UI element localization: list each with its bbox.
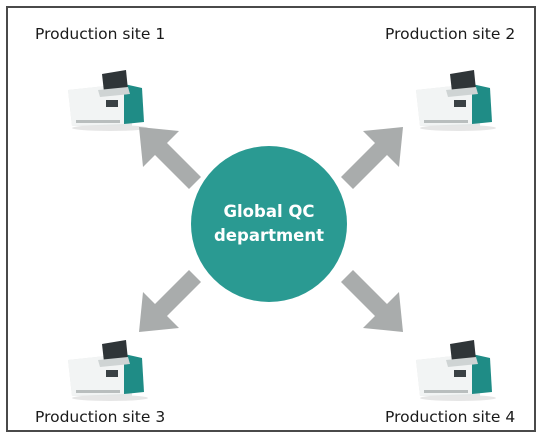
site-label-3: Production site 3 bbox=[35, 408, 166, 426]
site-label-2: Production site 2 bbox=[385, 25, 516, 43]
arrow-icon bbox=[139, 127, 201, 189]
site-label-1: Production site 1 bbox=[35, 25, 166, 43]
lab-instrument-icon bbox=[68, 340, 148, 401]
arrow-icon bbox=[341, 270, 403, 332]
arrow-icon bbox=[139, 270, 201, 332]
hub-title-line1: Global QC bbox=[223, 202, 315, 221]
lab-instrument-icon bbox=[416, 340, 496, 401]
lab-instrument-icon bbox=[416, 70, 496, 131]
arrow-icon bbox=[341, 127, 403, 189]
lab-instrument-icon bbox=[68, 70, 148, 131]
global-qc-hub: Global QC department bbox=[191, 146, 347, 302]
hub-title-line2: department bbox=[214, 226, 324, 245]
site-label-4: Production site 4 bbox=[385, 408, 516, 426]
